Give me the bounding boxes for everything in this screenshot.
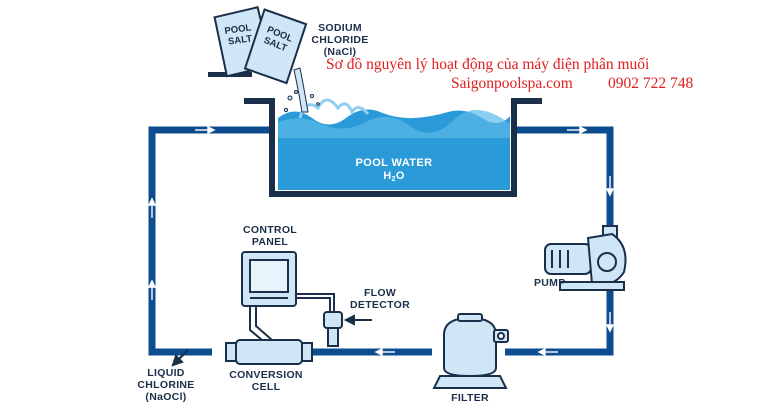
pump-base [559, 281, 625, 291]
flow-detector-label-1: FLOW [364, 287, 396, 299]
liquid-chlorine-label-2: CHLORINE [137, 379, 194, 391]
overlay-title: Sơ đồ nguyên lý hoạt động của máy điện p… [326, 56, 650, 73]
salt-bag-icon: POOL SALT [243, 8, 308, 85]
liquid-chlorine-arrow-icon [171, 349, 189, 367]
arrow-icon [147, 197, 157, 218]
conversion-cell [225, 339, 313, 365]
arrow-icon [605, 312, 615, 333]
pool-water-highlight [278, 109, 510, 138]
arrow-icon [605, 176, 615, 197]
salt-stream [283, 67, 320, 113]
liquid-chlorine-label-3: (NaOCl) [145, 391, 186, 403]
wires [249, 293, 335, 341]
pump-impeller-icon [597, 252, 617, 272]
sodium-chloride-label-2: CHLORIDE [311, 34, 368, 46]
arrow-icon [147, 279, 157, 300]
control-panel-label-2: PANEL [252, 236, 289, 248]
overlay-phone: 0902 722 748 [608, 75, 694, 92]
pipe-top-right [514, 126, 614, 240]
flow-detector-head [323, 311, 343, 329]
pool-water-label: POOL WATER [356, 157, 433, 169]
filter-tank [443, 316, 497, 378]
cell-cap-right [301, 342, 313, 362]
filter-stand [432, 375, 508, 389]
filter-lid [457, 313, 483, 322]
control-panel-screen [249, 259, 289, 293]
pump [544, 225, 627, 291]
arrow-icon [374, 347, 395, 357]
liquid-chlorine-label-1: LIQUID [147, 367, 184, 379]
arrow-icon [537, 347, 558, 357]
splash-icon [298, 98, 370, 119]
pump-label: PUMP [534, 277, 566, 289]
filter-label: FILTER [451, 392, 489, 404]
cell-body [235, 339, 303, 365]
conversion-cell-label-2: CELL [252, 381, 281, 393]
control-panel-label-1: CONTROL [243, 224, 297, 236]
flow-detector [323, 311, 343, 347]
flow-detector-label-2: DETECTOR [350, 299, 410, 311]
cell-cap-left [225, 342, 237, 362]
pool-water-formula: H2O [383, 170, 405, 183]
sodium-chloride-label-1: SODIUM [318, 22, 362, 34]
svg-text:SALT: SALT [227, 33, 253, 47]
pool-basin [244, 98, 542, 197]
flow-detector-pointer-icon [343, 314, 372, 326]
pipe-pump-to-filter [505, 282, 614, 356]
sodium-chloride-label-3: (NaCl) [324, 46, 357, 58]
svg-text:POOL: POOL [224, 22, 252, 37]
overlay-website: Saigonpoolspa.com [451, 75, 573, 92]
conversion-cell-label-1: CONVERSION [229, 369, 303, 381]
filter [432, 313, 509, 389]
flow-arrows [147, 125, 615, 357]
flow-detector-stem [327, 327, 339, 347]
arrow-icon [195, 125, 216, 135]
arrow-icon [567, 125, 588, 135]
salt-bags: POOL SALT POOL SALT SODIUM CHLORIDE (NaC… [208, 6, 368, 113]
control-panel [241, 251, 297, 307]
pool: POOL WATER H2O [244, 98, 542, 197]
